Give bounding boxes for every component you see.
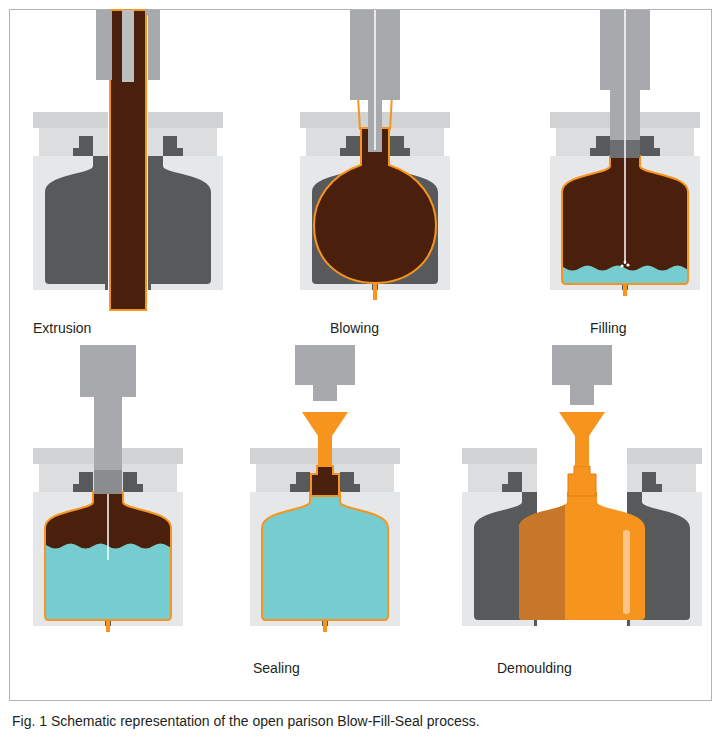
figure-caption: Fig. 1 Schematic representation of the o… [12,713,480,730]
blowing-panel [300,10,450,300]
sealing-panel [250,345,400,632]
extrusion-panel [33,10,223,310]
figure-frame [10,10,712,701]
step-label: Extrusion [33,320,91,337]
filling-full-panel [33,345,183,632]
filling-panel [550,10,700,296]
step-label: Blowing [330,320,379,337]
demoulding-panel [462,345,702,628]
step-label: Demoulding [497,660,572,677]
step-label: Sealing [253,660,300,677]
step-label: Filling [590,320,627,337]
